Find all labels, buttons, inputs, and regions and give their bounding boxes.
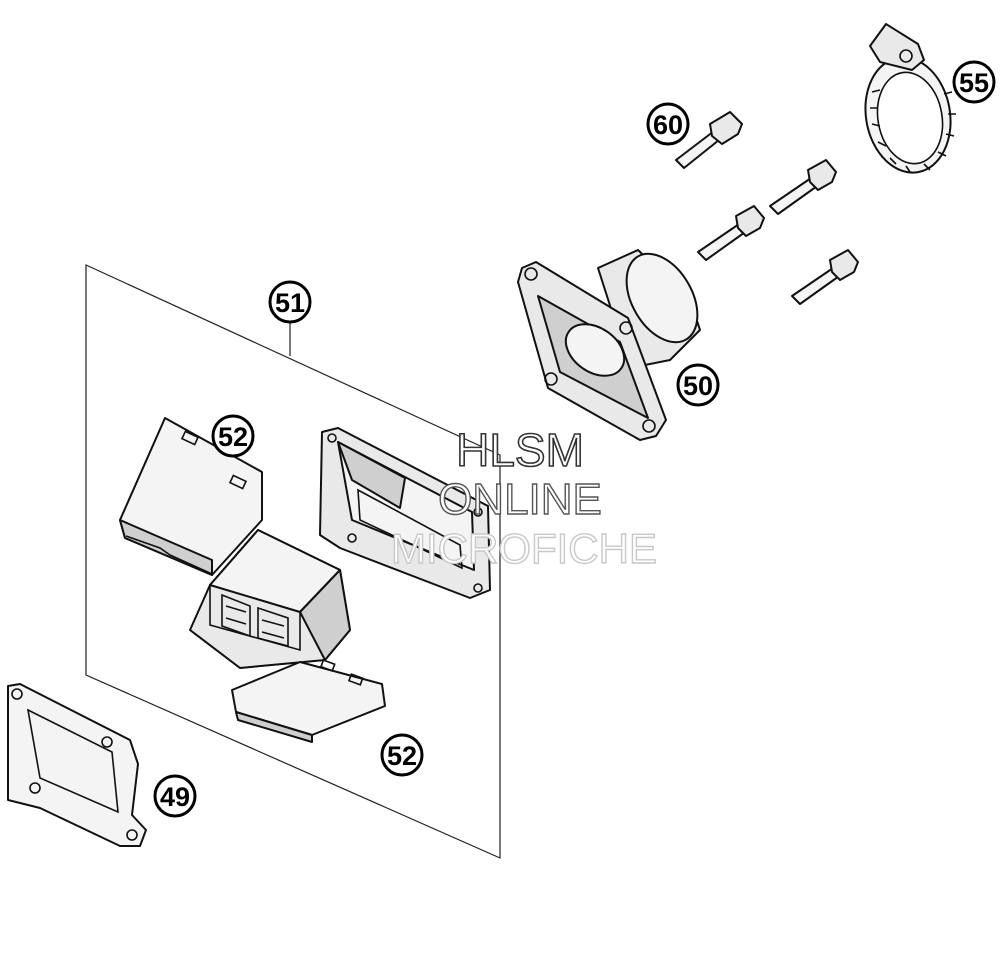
reed-petal-lower bbox=[231, 659, 386, 743]
watermark-line-2: ONLINE bbox=[438, 475, 602, 524]
reed-block bbox=[189, 529, 351, 669]
watermark-line-3: MICROFICHE bbox=[391, 525, 657, 572]
svg-text:52: 52 bbox=[218, 422, 248, 452]
bolt-middle bbox=[697, 205, 765, 261]
hose-clamp-55 bbox=[864, 23, 956, 174]
svg-text:49: 49 bbox=[160, 782, 190, 812]
callout-52-lower: 52 bbox=[380, 733, 424, 777]
watermark-line-1: HLSM bbox=[456, 424, 584, 476]
intake-manifold-50 bbox=[517, 249, 701, 441]
svg-text:55: 55 bbox=[959, 68, 989, 98]
svg-text:51: 51 bbox=[275, 288, 305, 318]
callout-52-upper: 52 bbox=[211, 414, 255, 458]
callout-60: 60 bbox=[646, 102, 690, 146]
bolt-lower-right bbox=[791, 249, 859, 305]
callout-51: 51 bbox=[268, 280, 312, 324]
reed-petal-upper bbox=[119, 417, 263, 576]
callout-50: 50 bbox=[676, 363, 720, 407]
bolt-60-top bbox=[675, 111, 743, 169]
gasket-49 bbox=[7, 683, 147, 847]
watermark: HLSM ONLINE MICROFICHE bbox=[390, 423, 657, 573]
svg-text:52: 52 bbox=[387, 741, 417, 771]
callout-55: 55 bbox=[952, 60, 996, 104]
reed-housing-frame bbox=[319, 427, 491, 599]
svg-text:50: 50 bbox=[683, 371, 713, 401]
svg-text:60: 60 bbox=[653, 110, 683, 140]
bolt-upper-right bbox=[769, 159, 837, 215]
callout-49: 49 bbox=[153, 774, 197, 818]
